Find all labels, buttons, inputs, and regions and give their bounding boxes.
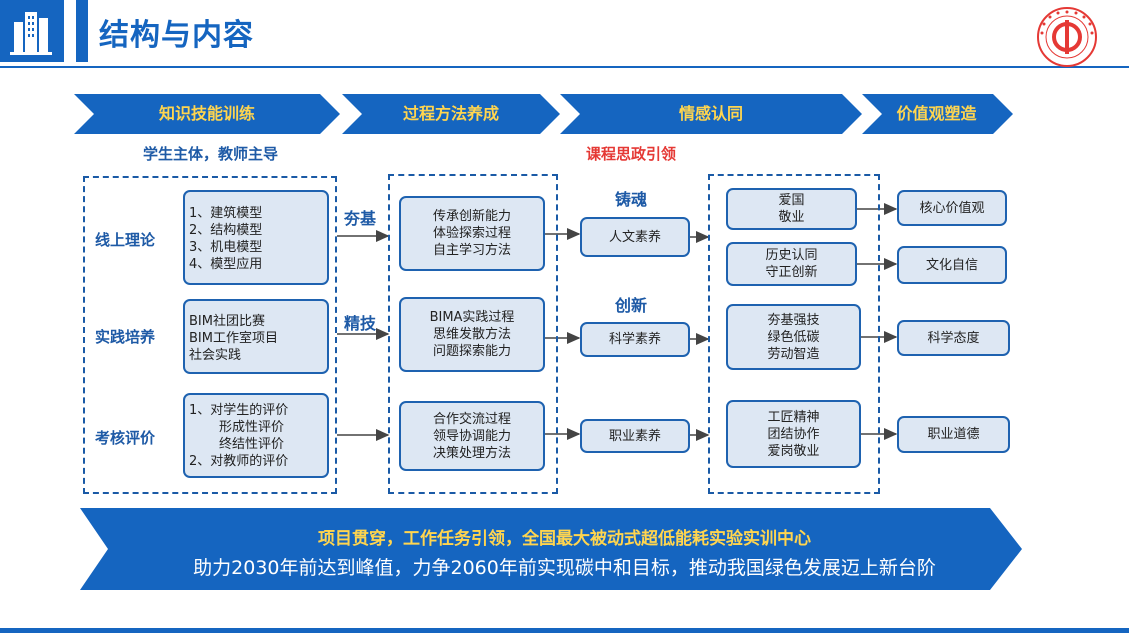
value-science: 科学态度 [897, 320, 1010, 356]
connector-label-skill: 精技 [344, 314, 377, 333]
row-label-assessment: 考核评价 [95, 429, 156, 447]
subhead-left: 学生主体，教师主导 [143, 145, 279, 163]
list-item: 思维发散方法 [432, 327, 511, 342]
list-item: BIM工作室项目 [189, 331, 278, 346]
stage-chevron-2 [342, 94, 560, 134]
list-item: BIMA实践过程 [429, 310, 515, 325]
list-item: 夯基强技 [767, 312, 820, 328]
list-item: 历史认同 [765, 248, 818, 263]
value-culture: 文化自信 [897, 246, 1007, 284]
list-item: 领导协调能力 [432, 428, 511, 444]
group-knowledge [83, 176, 337, 494]
list-item: 决策处理方法 [432, 445, 511, 461]
header-logo-block [0, 0, 64, 62]
list-item: BIM社团比赛 [189, 314, 265, 329]
list-item: 工匠精神 [767, 409, 820, 425]
row-label-online: 线上理论 [95, 231, 156, 249]
stage-chevron-3 [560, 94, 862, 134]
stage-label-1: 知识技能训练 [158, 104, 255, 123]
list-item: 1、建筑模型 [189, 206, 263, 221]
group-spirit [708, 174, 880, 494]
list-item: 爱岗敬业 [767, 443, 820, 459]
list-item: 1、对学生的评价 [189, 403, 289, 418]
emotion-label-innovation: 创新 [615, 296, 648, 315]
banner-arrow [80, 508, 1022, 590]
list-item: 团结协作 [767, 426, 820, 442]
list-item: 劳动智造 [767, 346, 820, 362]
process-box-1: 传承创新能力 体验探索过程 自主学习方法 [399, 196, 545, 271]
stage-chevron-4 [862, 94, 1013, 134]
row-label-practice: 实践培养 [95, 328, 156, 346]
stage-label-3: 情感认同 [678, 104, 743, 123]
header-divider [0, 66, 1129, 68]
value-ethics: 职业道德 [897, 416, 1010, 453]
list-item: 2、对教师的评价 [189, 454, 289, 469]
list-item: 传承创新能力 [432, 209, 511, 224]
list-item: 体验探索过程 [432, 226, 511, 241]
emblem-icon [1037, 7, 1097, 67]
value-core: 核心价值观 [897, 190, 1007, 226]
emotion-label-soul: 铸魂 [615, 190, 648, 209]
list-item: 绿色低碳 [767, 329, 820, 345]
school-emblem [1036, 6, 1098, 72]
stage-chevron-1 [74, 94, 340, 134]
banner-subline: 助力2030年前达到峰值，力争2060年前实现碳中和目标，推动我国绿色发展迈上新… [193, 557, 936, 579]
literacy-professional: 职业素养 [580, 419, 690, 453]
online-theory-box: 1、建筑模型 2、结构模型 3、机电模型 4、模型应用 [183, 190, 329, 285]
footer-bar [0, 628, 1129, 633]
spirit-box-1: 爱国 敬业 [726, 188, 857, 230]
header-accent-strip [76, 0, 88, 62]
subhead-center: 课程思政引领 [586, 145, 677, 163]
group-process [388, 174, 558, 494]
process-box-3: 合作交流过程 领导协调能力 决策处理方法 [399, 401, 545, 471]
assessment-box: 1、对学生的评价 形成性评价 终结性评价 2、对教师的评价 [183, 393, 329, 478]
literacy-science: 科学素养 [580, 322, 690, 357]
list-item: 爱国 [778, 193, 805, 208]
process-box-2: BIMA实践过程 思维发散方法 问题探索能力 [399, 297, 545, 372]
list-item: 合作交流过程 [432, 411, 511, 427]
list-item: 3、机电模型 [189, 240, 263, 255]
connector-label-foundation: 夯基 [344, 209, 377, 228]
stage-label-4: 价值观塑造 [896, 104, 977, 123]
spirit-box-3: 夯基强技 绿色低碳 劳动智造 [726, 304, 861, 370]
page-title: 结构与内容 [99, 18, 254, 53]
practice-box: BIM社团比赛 BIM工作室项目 社会实践 [183, 299, 329, 374]
list-item: 2、结构模型 [189, 223, 263, 238]
list-item: 敬业 [778, 210, 805, 225]
list-item: 问题探索能力 [432, 344, 511, 359]
building-icon [10, 12, 52, 55]
list-item: 形成性评价 [219, 420, 285, 435]
list-item: 4、模型应用 [189, 257, 263, 272]
list-item: 社会实践 [189, 348, 242, 363]
list-item: 自主学习方法 [432, 243, 511, 258]
list-item: 守正创新 [765, 265, 818, 280]
spirit-box-2: 历史认同 守正创新 [726, 242, 857, 286]
stage-label-2: 过程方法养成 [402, 104, 499, 123]
banner-headline: 项目贯穿，工作任务引领，全国最大被动式超低能耗实验实训中心 [318, 529, 811, 549]
literacy-humanities: 人文素养 [580, 217, 690, 257]
spirit-box-4: 工匠精神 团结协作 爱岗敬业 [726, 400, 861, 468]
list-item: 终结性评价 [219, 437, 285, 452]
